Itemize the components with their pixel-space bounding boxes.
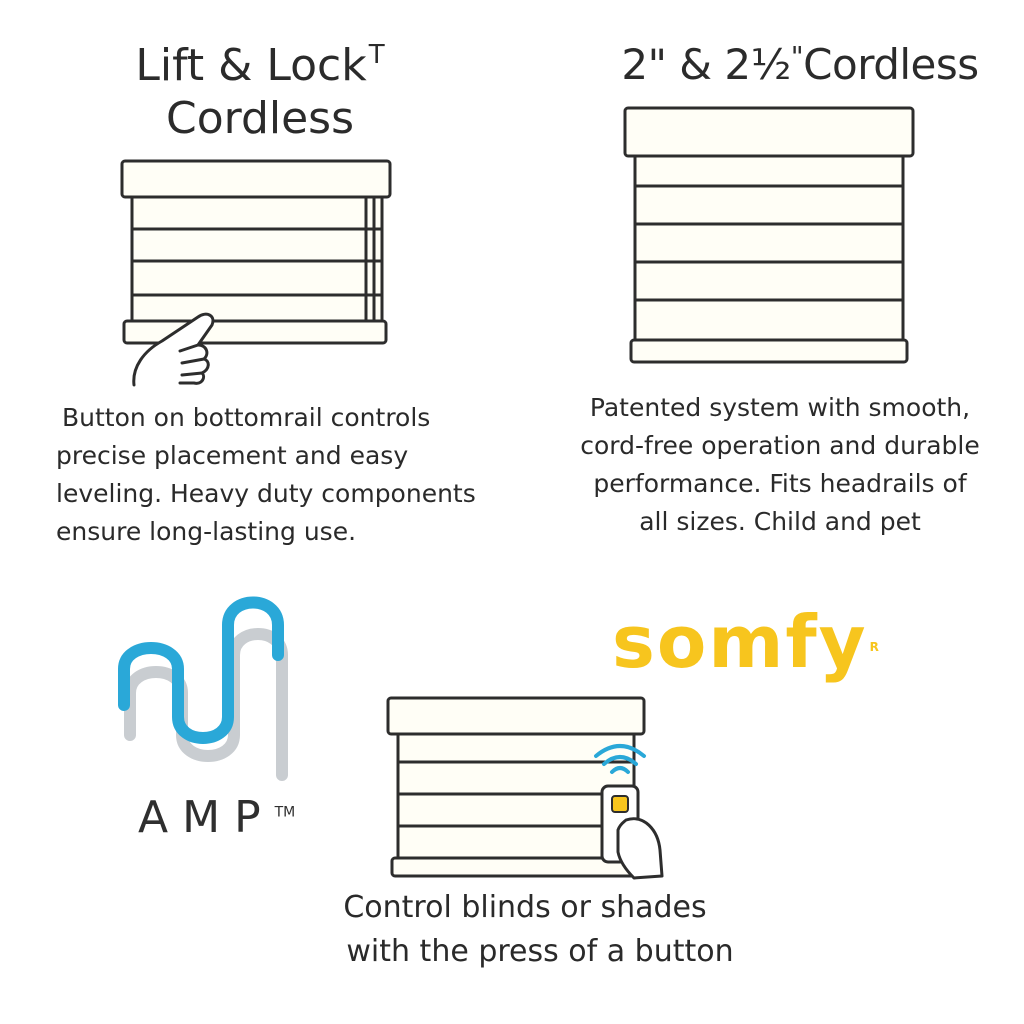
headrail [386,696,646,736]
amp-logo-mark [118,596,288,781]
cordless-description-line: all sizes. Child and pet [639,507,921,536]
amp-trademark: TM [274,804,296,821]
lift-lock-description-line: ensure long-lasting use. [56,517,357,546]
remote-control-icon [600,784,664,880]
holding-hand-icon [616,817,664,880]
motorized-caption: Control blinds or shades with the press … [290,886,790,974]
cordless-title-part2: & 2½ [666,40,791,89]
amp-wave-blue [118,596,284,744]
cordless-title: 2" & 2½"Cordless [600,40,1000,90]
cordless-description: Patented system with smooth, cord-free o… [545,389,1015,541]
cordless-description-line: cord-free operation and durable [580,431,980,460]
bottomrail [629,338,909,364]
cordless-title-part1: 2" [621,40,667,89]
lift-lock-description-line: precise placement and easy [56,441,409,470]
lift-lock-title-line2: Cordless [165,92,355,144]
lift-lock-title-line1: Lift & Lock [135,40,367,91]
motorized-caption-line: Control blinds or shades [343,890,707,925]
lift-lock-description-line: leveling. Heavy duty components [56,479,476,508]
lift-lock-description: Button on bottomrail controls precise pl… [56,399,476,551]
motorized-caption-line: with the press of a button [346,934,734,969]
wireless-signal-icon [594,744,646,774]
headrail [623,106,915,158]
cordless-description-line: Patented system with smooth, [589,393,971,422]
lift-lock-description-line: Button on bottomrail controls [62,403,431,432]
motorized-blind-illustration [386,696,664,880]
cordless-description-line: performance. Fits headrails of [593,469,967,498]
amp-wave-gray [124,628,288,781]
amp-word: AMP [138,792,275,843]
somfy-word: somfy [612,600,868,684]
pointing-hand-icon [132,312,215,387]
lift-lock-blind-illustration [120,159,392,387]
cordless-title-mark: " [790,40,804,73]
cordless-title-part3: Cordless [803,40,979,89]
lift-lock-title: Lift & LockT Cordless [90,40,430,146]
somfy-registered: R [869,640,881,655]
lift-lock-trademark: T [368,40,385,70]
blind-body [130,195,384,323]
amp-logo-text: AMPTM [138,792,295,843]
headrail [120,159,392,199]
blind-body [633,154,905,342]
cordless-blind-illustration [623,106,915,364]
